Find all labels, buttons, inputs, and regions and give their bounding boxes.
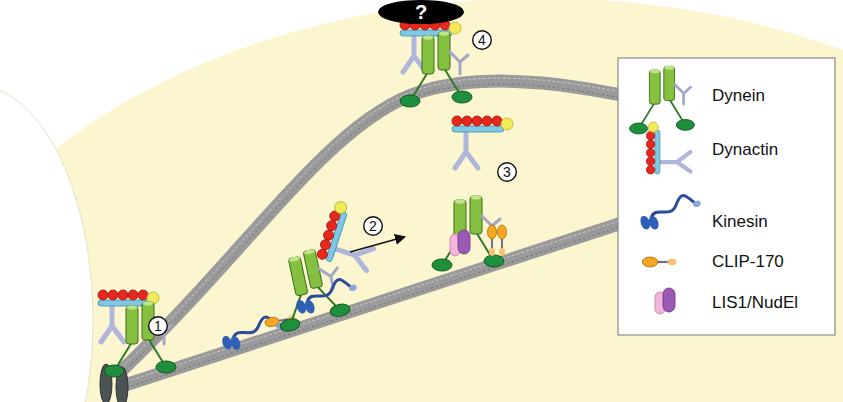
dynein-complex bbox=[104, 301, 176, 377]
legend-label: LIS1/NudEl bbox=[712, 293, 798, 312]
cargo-oval bbox=[379, 1, 464, 24]
callout-circle: 3 bbox=[497, 162, 517, 182]
callout-ring bbox=[473, 31, 492, 50]
question-mark: ? bbox=[415, 2, 427, 22]
direction-arrow bbox=[350, 237, 404, 252]
legend-sample bbox=[655, 288, 675, 314]
callout-ring bbox=[149, 317, 168, 336]
callout-number: 1 bbox=[154, 319, 162, 333]
dynactin-complex bbox=[452, 116, 513, 168]
legend-label: Dynactin bbox=[712, 140, 778, 159]
legend-label: Dynein bbox=[712, 86, 765, 105]
dynactin-complex bbox=[316, 199, 384, 273]
legend-entry: LIS1/NudEl bbox=[712, 293, 798, 313]
clip-170 bbox=[488, 225, 497, 256]
clip-170 bbox=[498, 225, 507, 256]
callout-ring bbox=[364, 217, 383, 236]
unknown-cargo-oval: ? bbox=[378, 0, 464, 24]
legend-entry: CLIP-170 bbox=[712, 252, 784, 272]
nucleus bbox=[0, 85, 93, 402]
legend-box bbox=[618, 58, 835, 335]
legend-sample bbox=[646, 122, 690, 174]
legend-label: Kinesin bbox=[712, 212, 768, 231]
callout-number: 3 bbox=[503, 165, 511, 179]
legend-entry: Dynein bbox=[712, 86, 765, 106]
kinesin-motor bbox=[293, 275, 360, 318]
lis1-nudel bbox=[450, 230, 470, 256]
dynein-complex bbox=[266, 244, 352, 333]
legend-entry: Dynactin bbox=[712, 140, 778, 160]
legend-sample bbox=[630, 66, 695, 134]
legend-sample bbox=[637, 191, 704, 234]
callout-number: 4 bbox=[478, 33, 486, 47]
callout-circle: 1 bbox=[148, 316, 168, 336]
dynein-complex bbox=[400, 31, 472, 107]
callout-number: 2 bbox=[369, 219, 377, 233]
callout-ring bbox=[498, 163, 517, 182]
legend-sample bbox=[642, 257, 676, 267]
callout-circle: 4 bbox=[472, 30, 492, 50]
microtubule-stripe bbox=[122, 219, 625, 383]
dynein-complex bbox=[432, 195, 504, 271]
legend-label: CLIP-170 bbox=[712, 252, 784, 271]
legend-entry: Kinesin bbox=[712, 212, 768, 232]
callout-circle: 2 bbox=[363, 216, 383, 236]
